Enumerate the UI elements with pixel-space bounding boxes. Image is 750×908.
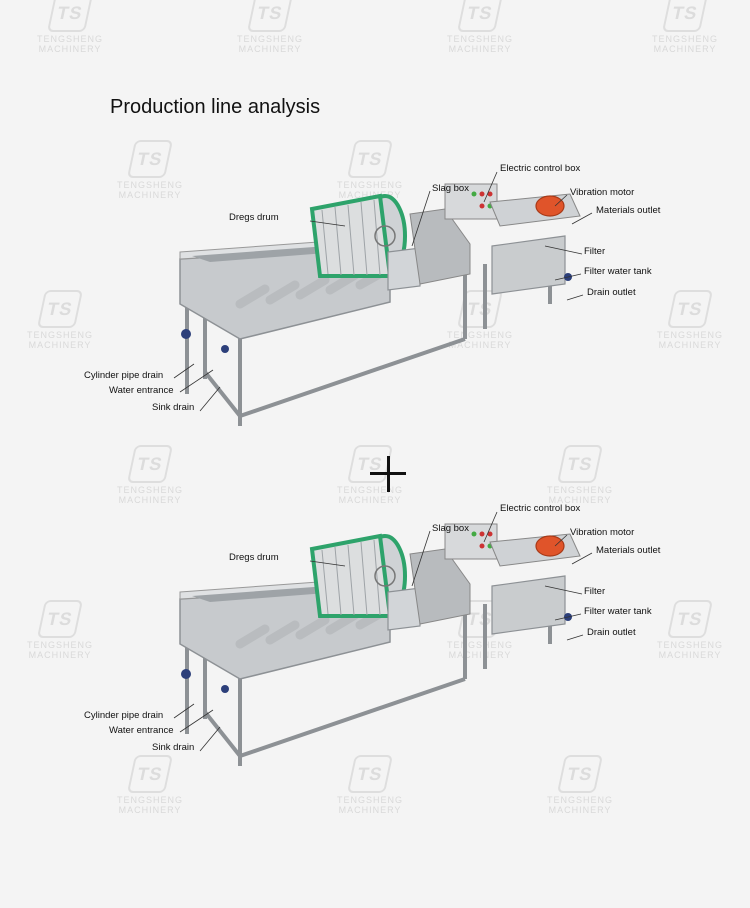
washing-machine-illustration bbox=[173, 171, 593, 426]
valve-icon bbox=[181, 329, 191, 339]
label-dregs-drum: Dregs drum bbox=[229, 212, 279, 223]
page-title: Production line analysis bbox=[110, 96, 321, 118]
label-slag-box: Slag box bbox=[432, 183, 469, 194]
lift-conveyor bbox=[409, 548, 471, 625]
label-vibration-motor: Vibration motor bbox=[570, 527, 635, 538]
production-line-diagram-2: Dregs drum Slag box Electric control box… bbox=[0, 494, 750, 794]
plus-icon bbox=[370, 456, 406, 492]
lift-conveyor bbox=[409, 208, 471, 285]
label-drain-outlet: Drain outlet bbox=[587, 287, 636, 298]
vibration-screen bbox=[489, 193, 581, 227]
valve-icon bbox=[181, 669, 191, 679]
label-cylinder-pipe-drain: Cylinder pipe drain bbox=[84, 710, 164, 721]
label-filter: Filter bbox=[584, 246, 606, 257]
valve-icon bbox=[221, 685, 229, 693]
vibration-motor bbox=[535, 535, 565, 557]
label-sink-drain: Sink drain bbox=[152, 402, 195, 413]
vibration-motor bbox=[535, 195, 565, 217]
label-materials-outlet: Materials outlet bbox=[596, 205, 661, 216]
label-materials-outlet: Materials outlet bbox=[596, 545, 661, 556]
washing-machine-illustration bbox=[173, 511, 593, 766]
label-cylinder-pipe-drain: Cylinder pipe drain bbox=[84, 370, 164, 381]
label-filter-water-tank: Filter water tank bbox=[584, 606, 652, 617]
label-vibration-motor: Vibration motor bbox=[570, 187, 635, 198]
label-filter: Filter bbox=[584, 586, 606, 597]
label-filter-water-tank: Filter water tank bbox=[584, 266, 652, 277]
dregs-drum bbox=[309, 193, 407, 278]
label-slag-box: Slag box bbox=[432, 523, 469, 534]
electric-control-box bbox=[444, 523, 498, 560]
filter-water-tank bbox=[491, 575, 566, 635]
valve-icon bbox=[221, 345, 229, 353]
vibration-screen bbox=[489, 533, 581, 567]
label-dregs-drum: Dregs drum bbox=[229, 552, 279, 563]
label-electric-control-box: Electric control box bbox=[500, 503, 581, 514]
production-line-diagram-1: Dregs drum Slag box Electric control box… bbox=[0, 154, 750, 454]
label-electric-control-box: Electric control box bbox=[500, 163, 581, 174]
label-sink-drain: Sink drain bbox=[152, 742, 195, 753]
leader-lines bbox=[173, 511, 593, 752]
electric-control-box bbox=[444, 183, 498, 220]
filter-water-tank bbox=[491, 235, 566, 295]
label-drain-outlet: Drain outlet bbox=[587, 627, 636, 638]
label-water-entrance: Water entrance bbox=[109, 725, 174, 736]
slag-box bbox=[387, 587, 421, 631]
leader-lines bbox=[173, 171, 593, 412]
label-water-entrance: Water entrance bbox=[109, 385, 174, 396]
slag-box bbox=[387, 247, 421, 291]
